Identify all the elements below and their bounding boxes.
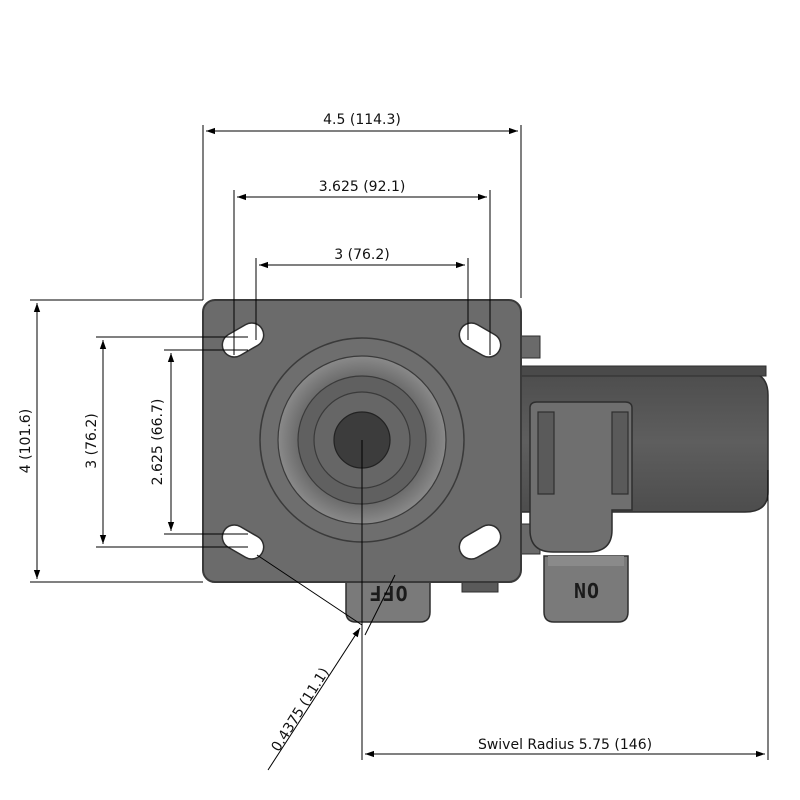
dim-overall-width-text: 4.5 (114.3) (323, 112, 401, 128)
wheel-assembly (461, 335, 769, 593)
dim-outer-bolt-height-text: 3 (76.2) (84, 413, 100, 468)
dim-bolt-hole-leader (267, 627, 361, 771)
brake-on-label: ON (573, 578, 599, 602)
dim-outer-bolt-width-text: 3.625 (92.1) (319, 179, 406, 195)
dim-swivel-radius-text: Swivel Radius 5.75 (146) (478, 737, 652, 753)
dim-bolt-hole-text: 0.4375 (11.1) (269, 665, 333, 755)
brake-slot-left (537, 411, 555, 495)
dim-inner-bolt-height-text: 2.625 (66.7) (150, 399, 166, 486)
axle-nut (461, 581, 499, 593)
dim-inner-bolt-width-text: 3 (76.2) (334, 247, 389, 263)
brake-off-label: OFF (368, 581, 407, 605)
bolt-slot-top-left (221, 322, 265, 358)
dimension-lines (30, 125, 769, 771)
dim-overall-height-text: 4 (101.6) (18, 409, 34, 473)
brake-pedal-on: ON (543, 555, 629, 623)
brake-housing (529, 401, 633, 553)
wheel-top-band (519, 365, 767, 377)
bolt-slot-bottom-right (458, 524, 502, 560)
brake-pedal-off: OFF (345, 579, 431, 623)
brake-slot-right (611, 411, 629, 495)
